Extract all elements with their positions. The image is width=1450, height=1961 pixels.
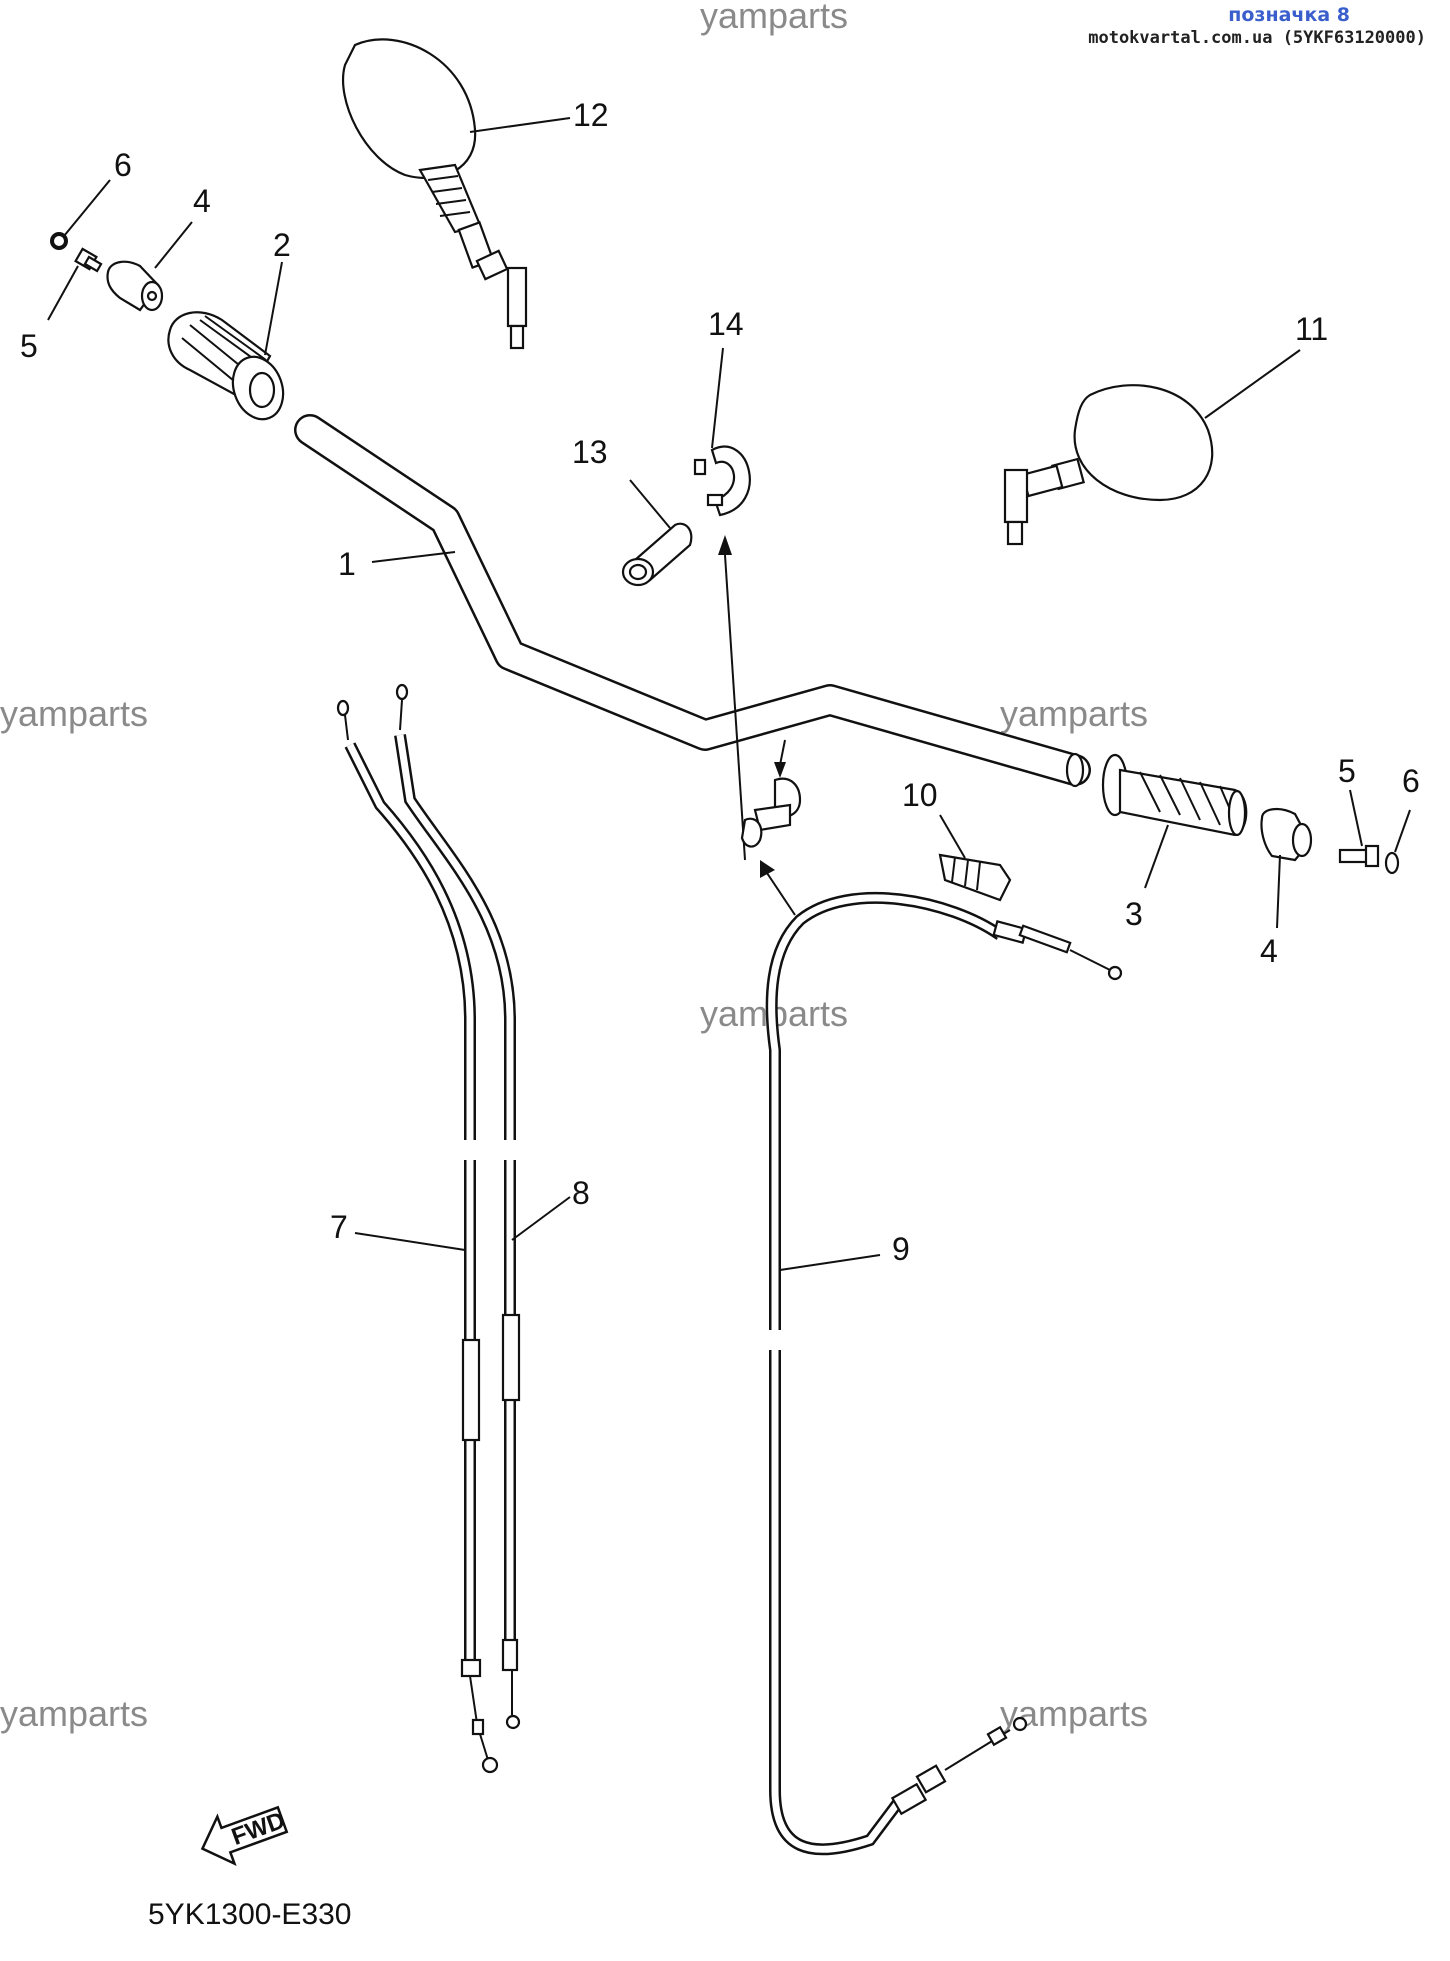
part-number-label: 2	[273, 227, 291, 263]
cable-clamp	[693, 445, 751, 517]
part-number-label: 6	[114, 147, 132, 183]
header-source: motokvartal.com.ua (5YKF63120000)	[1088, 28, 1426, 48]
part-number-label: 1	[338, 546, 356, 582]
part-number-label: 13	[572, 434, 608, 470]
watermark: yamparts	[700, 0, 848, 36]
handlebar-collar	[621, 522, 693, 587]
part-number-label: 4	[193, 183, 211, 219]
clutch-cable	[765, 891, 1123, 1856]
mirror-right	[1003, 384, 1214, 546]
part-number-label: 14	[708, 306, 744, 342]
washer-right	[1384, 851, 1400, 875]
cable-boot	[938, 853, 1012, 902]
part-number-label: 6	[1402, 763, 1420, 799]
cable-holder	[740, 777, 802, 848]
grip-end-weight-left	[106, 260, 164, 312]
part-number-label: 12	[573, 97, 609, 133]
part-number-label: 7	[330, 1209, 348, 1245]
watermark: yamparts	[0, 693, 148, 734]
part-number-label: 9	[892, 1231, 910, 1267]
watermark: yamparts	[1000, 693, 1148, 734]
part-number-label: 5	[1338, 753, 1356, 789]
handlebar	[294, 414, 1091, 788]
part-number-label: 3	[1125, 896, 1143, 932]
part-number-label: 5	[20, 328, 38, 364]
mirror-left	[342, 38, 528, 350]
bolt-right	[1338, 844, 1380, 868]
watermark: yamparts	[0, 1693, 148, 1734]
part-number-label: 8	[572, 1175, 590, 1211]
throttle-cable-pull	[336, 699, 499, 1774]
forward-arrow-icon: FWD	[200, 1805, 289, 1867]
part-number-label: 10	[902, 777, 938, 813]
washer-left	[50, 232, 68, 250]
bolt-left	[74, 247, 103, 273]
part-number-label: 11	[1295, 311, 1328, 347]
grip-left	[167, 311, 285, 421]
diagram-code: 5YK1300-E330	[148, 1898, 352, 1931]
grip-right	[1101, 753, 1248, 837]
grip-end-weight-right	[1260, 808, 1313, 862]
header-title: позначка 8	[1228, 4, 1350, 26]
part-number-label: 4	[1260, 933, 1278, 969]
throttle-cable-return	[394, 683, 521, 1730]
